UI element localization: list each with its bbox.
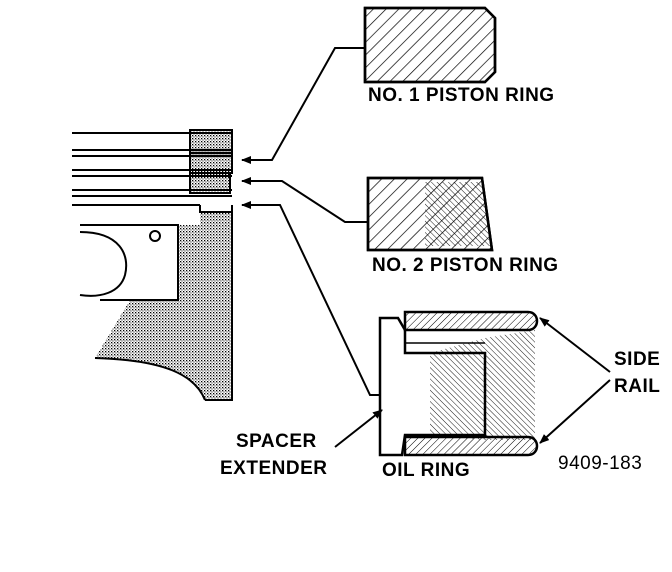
ring2-leader-arrow: [241, 177, 368, 223]
oil-ring-leader-arrow: [241, 201, 380, 396]
ring2-label: NO. 2 PISTON RING: [372, 255, 559, 276]
piston-side-view: [72, 129, 233, 401]
side-rail-bottom-arrow: [539, 379, 611, 444]
oil-ring-assembly: [378, 310, 539, 457]
spacer-extender-arrow: [334, 409, 383, 448]
ring2-cross-section: [366, 176, 494, 252]
ring1-leader-arrow: [241, 47, 365, 164]
ring1-cross-section: [363, 6, 497, 84]
side-rail-label-line1: SIDE: [614, 349, 661, 370]
side-rail-top-arrow: [539, 317, 611, 373]
leader-lines: [241, 47, 611, 448]
side-rail-label-line2: RAIL: [614, 376, 661, 397]
oil-ring-label: OIL RING: [382, 460, 471, 481]
spacer-label-line1: SPACER: [236, 431, 317, 452]
ring1-label: NO. 1 PISTON RING: [368, 85, 555, 106]
figure-number: 9409-183: [558, 453, 643, 474]
spacer-label-line2: EXTENDER: [220, 458, 328, 479]
